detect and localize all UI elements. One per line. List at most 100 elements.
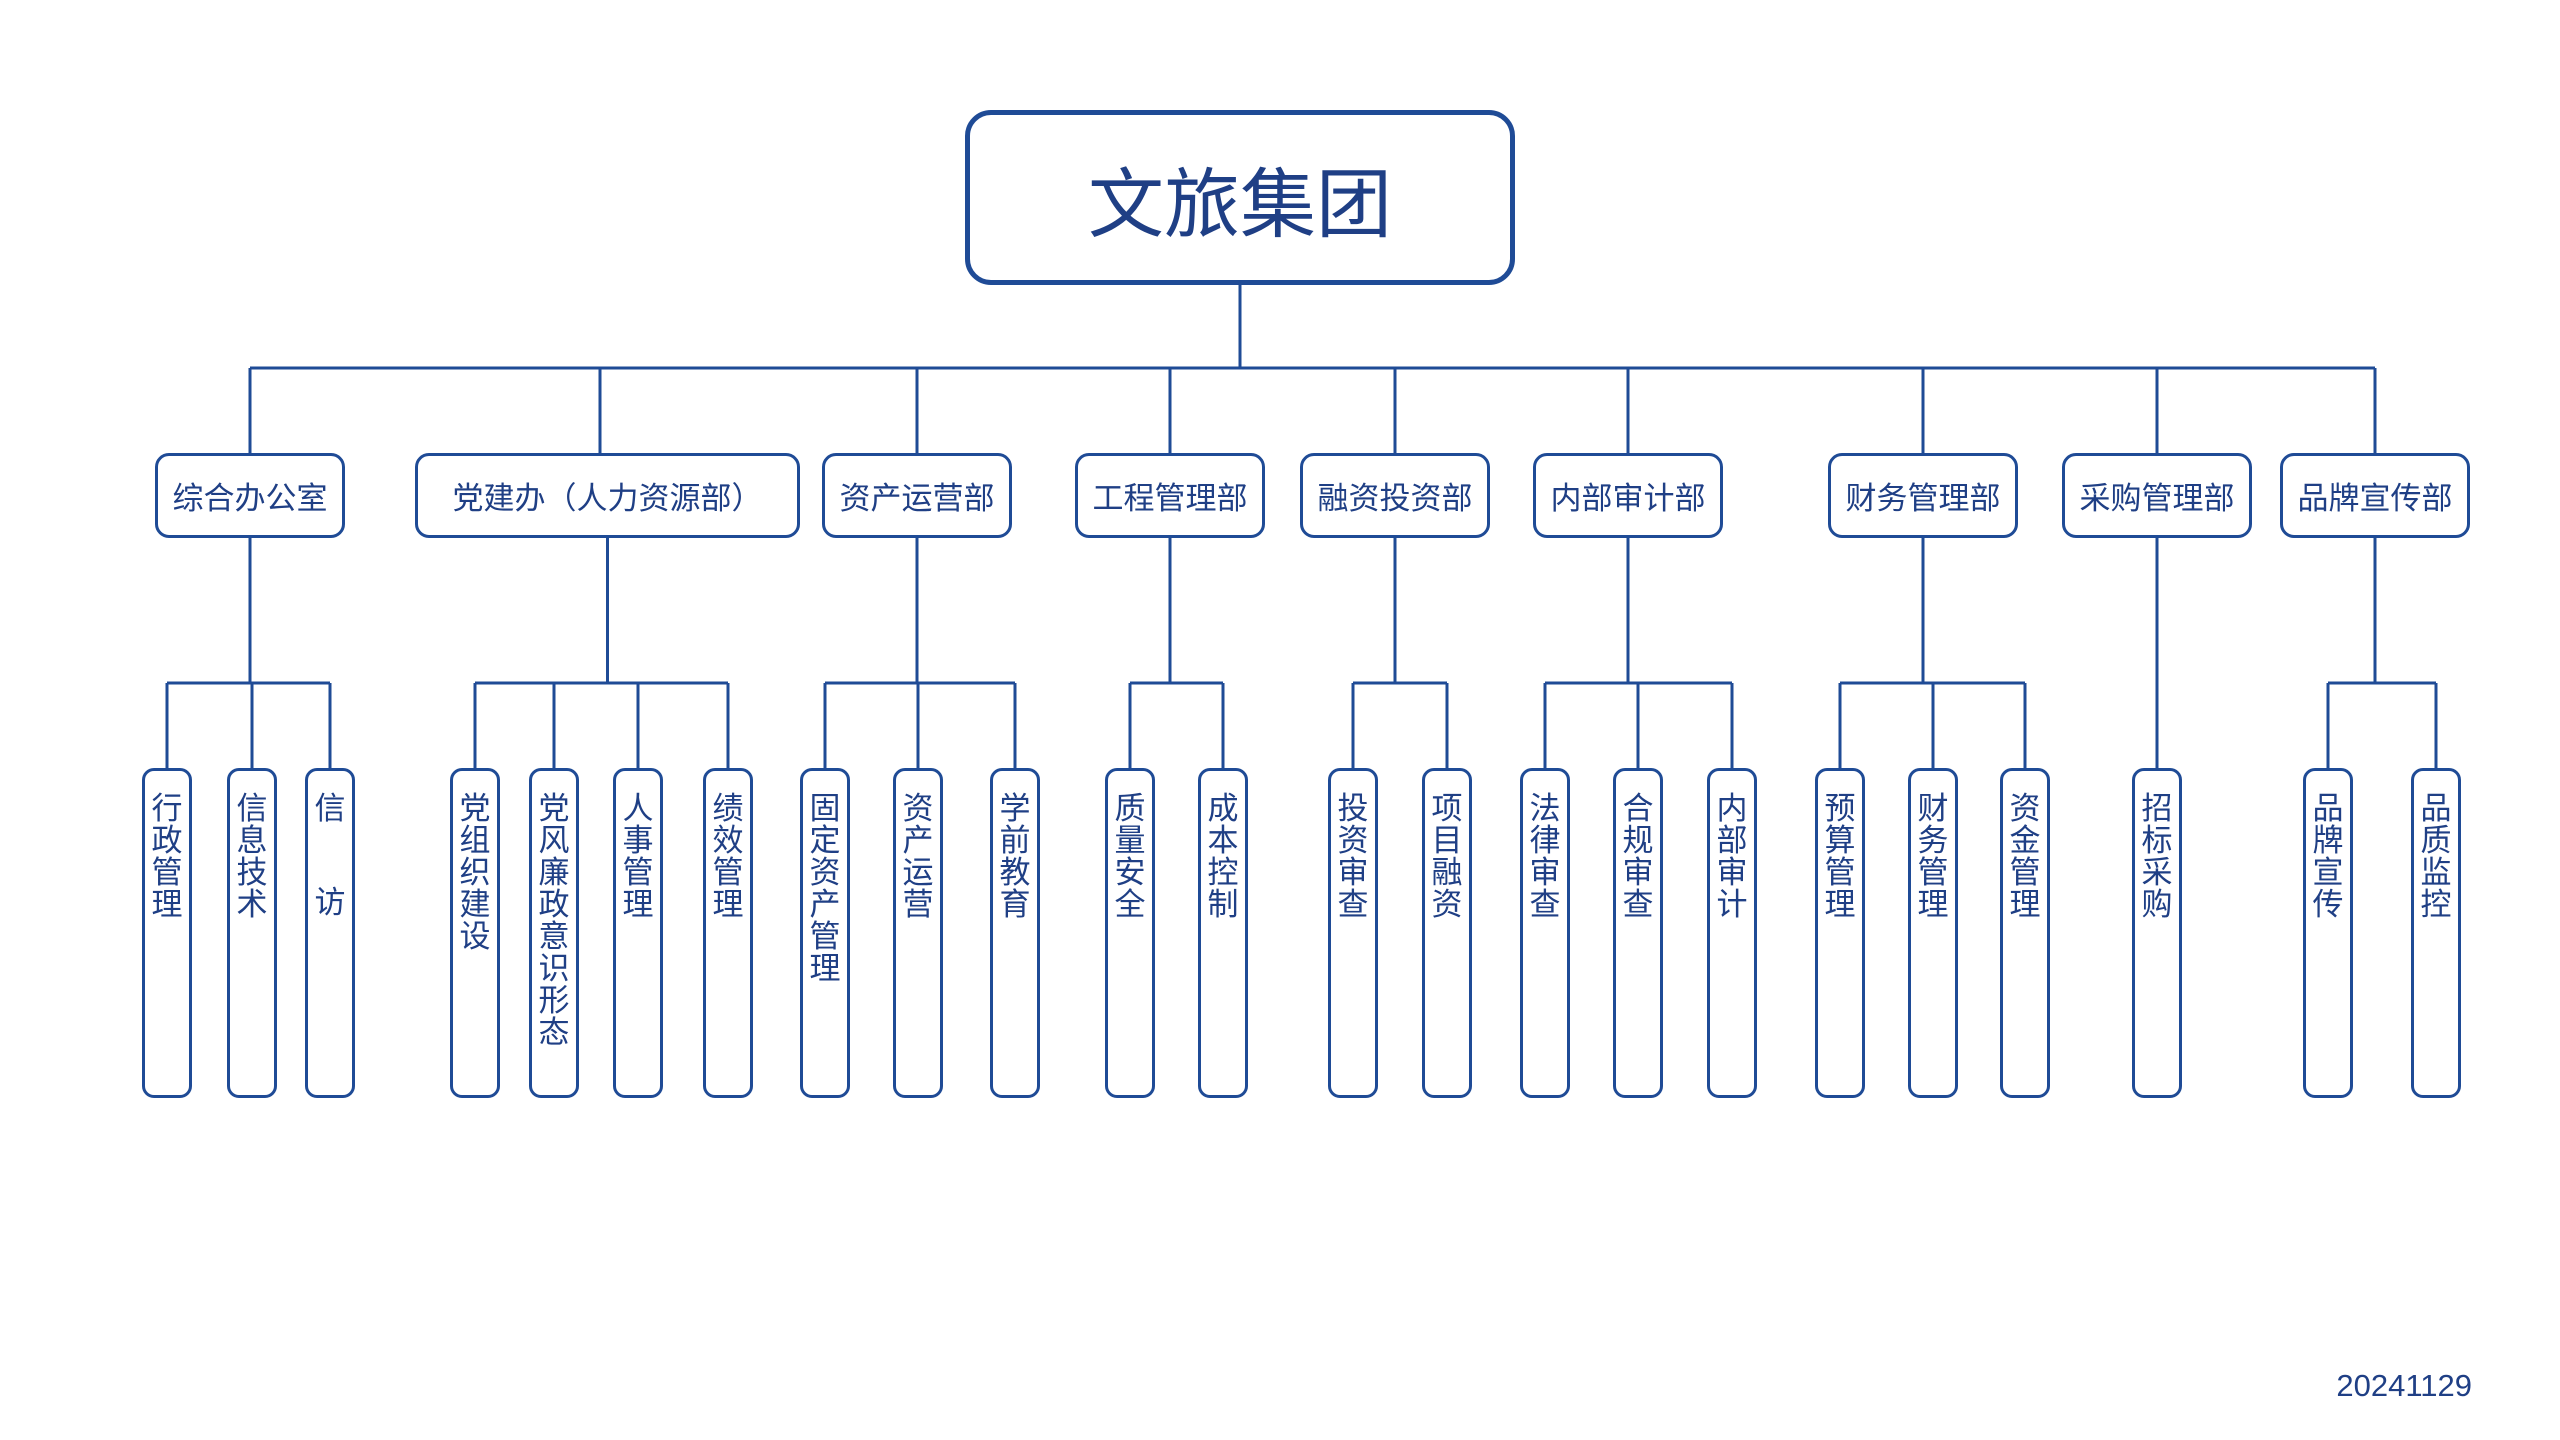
function-node-char: 全 [1114,887,1146,923]
function-node: 投资审查 [1328,768,1378,1098]
function-node-char: 资 [2009,791,2041,827]
function-node: 党组织建设 [450,768,500,1098]
function-node-char: 党 [538,791,570,827]
function-node-char: 审 [1529,855,1561,891]
function-node: 资金管理 [2000,768,2050,1098]
function-node-char: 理 [712,887,744,923]
function-node-char: 建 [459,887,491,923]
function-node: 人事管理 [613,768,663,1098]
function-node-char: 产 [902,823,934,859]
function-node: 党风廉政意识形态 [529,768,579,1098]
function-node-char: 定 [809,823,841,859]
function-node: 学前教育 [990,768,1040,1098]
function-node-char: 术 [236,887,268,923]
function-node-char: 控 [1207,855,1239,891]
department-node: 品牌宣传部 [2280,453,2470,538]
function-node-char: 品 [2420,791,2452,827]
function-node: 财务管理 [1908,768,1958,1098]
function-node-char: 管 [809,919,841,955]
function-node-char: 融 [1431,855,1463,891]
function-node-char: 标 [2141,823,2173,859]
function-node: 信息技术 [227,768,277,1098]
function-node-char: 资 [902,791,934,827]
function-node-char: 安 [1114,855,1146,891]
department-node: 党建办（人力资源部） [415,453,800,538]
function-node-char: 政 [538,887,570,923]
function-node-char: 品 [2312,791,2344,827]
function-node-char: 宣 [2312,855,2344,891]
function-node-char: 理 [622,887,654,923]
function-node-char: 资 [1431,887,1463,923]
department-node: 综合办公室 [155,453,345,538]
function-node-char: 算 [1824,823,1856,859]
function-node-char: 理 [809,951,841,987]
function-node-char: 理 [2009,887,2041,923]
function-node-char: 教 [999,855,1031,891]
date-label: 20241129 [2336,1368,2472,1403]
function-node-char: 运 [902,855,934,891]
function-node-char: 项 [1431,791,1463,827]
function-node-char: 审 [1337,855,1369,891]
function-node-char: 设 [459,919,491,955]
function-node-char: 资 [1337,823,1369,859]
function-node: 合规审查 [1613,768,1663,1098]
department-node: 财务管理部 [1828,453,2018,538]
function-node-char: 质 [1114,791,1146,827]
function-node: 成本控制 [1198,768,1248,1098]
function-node-char: 管 [1824,855,1856,891]
function-node-char: 管 [712,855,744,891]
function-node-char: 规 [1622,823,1654,859]
function-node: 资产运营 [893,768,943,1098]
function-node-char: 理 [1824,887,1856,923]
function-node: 绩效管理 [703,768,753,1098]
function-node-char: 合 [1622,791,1654,827]
function-node-char: 信 [314,791,346,827]
function-node-char: 内 [1716,791,1748,827]
function-node: 品牌宣传 [2303,768,2353,1098]
function-node-char: 学 [999,791,1031,827]
function-node-char: 牌 [2312,823,2344,859]
function-node: 预算管理 [1815,768,1865,1098]
department-node: 采购管理部 [2062,453,2252,538]
function-node-char: 绩 [712,791,744,827]
function-node: 项目融资 [1422,768,1472,1098]
function-node-char: 理 [1917,887,1949,923]
function-node-char: 意 [538,919,570,955]
function-node-char: 风 [538,823,570,859]
function-node-char: 招 [2141,791,2173,827]
function-node-char: 前 [999,823,1031,859]
function-node-char: 资 [809,855,841,891]
function-node-char: 效 [712,823,744,859]
function-node-char: 查 [1529,887,1561,923]
department-node: 工程管理部 [1075,453,1265,538]
function-node-char: 识 [538,951,570,987]
function-node-char: 务 [1917,823,1949,859]
function-node: 行政管理 [142,768,192,1098]
department-node: 资产运营部 [822,453,1012,538]
function-node: 质量安全 [1105,768,1155,1098]
function-node: 品质监控 [2411,768,2461,1098]
function-node-char: 成 [1207,791,1239,827]
function-node-char: 织 [459,855,491,891]
function-node-char: 信 [236,791,268,827]
function-node-char: 查 [1622,887,1654,923]
function-node-char: 事 [622,823,654,859]
function-node-char: 产 [809,887,841,923]
function-node-char: 监 [2420,855,2452,891]
function-node-char: 理 [151,887,183,923]
function-node-char: 行 [151,791,183,827]
function-node-char: 投 [1337,791,1369,827]
function-node-char: 固 [809,791,841,827]
function-node-char: 财 [1917,791,1949,827]
function-node-char: 查 [1337,887,1369,923]
function-node-char: 法 [1529,791,1561,827]
function-node-char: 传 [2312,887,2344,923]
function-node-char: 律 [1529,823,1561,859]
function-node-char: 管 [2009,855,2041,891]
function-node: 招标采购 [2132,768,2182,1098]
department-node: 内部审计部 [1533,453,1723,538]
function-node-char: 组 [459,823,491,859]
function-node-char: 质 [2420,823,2452,859]
function-node-char: 形 [538,983,570,1019]
